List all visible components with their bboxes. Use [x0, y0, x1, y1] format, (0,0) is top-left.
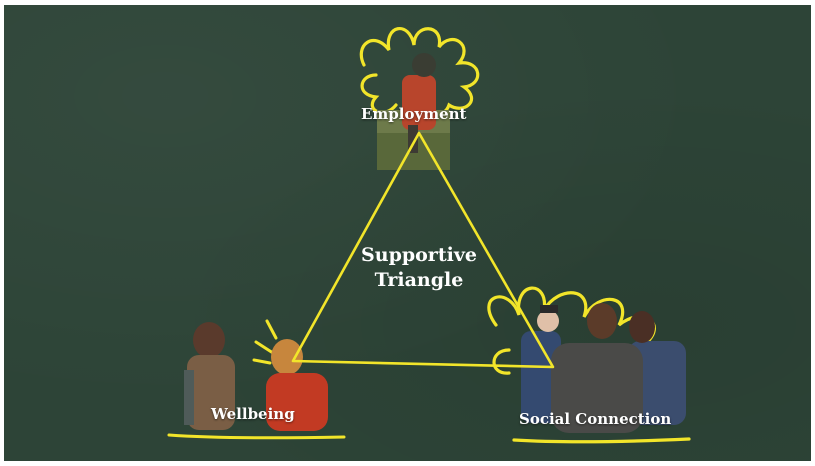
supportive-triangle: [291, 131, 555, 369]
chalkboard-background: Supportive Triangle Employment Wellbeing…: [4, 5, 811, 461]
center-title-line2: Triangle: [374, 269, 464, 291]
wellbeing-label: Wellbeing: [211, 405, 295, 423]
center-title-line1: Supportive: [361, 244, 477, 266]
wellbeing-photo: [184, 322, 328, 431]
center-title: Supportive Triangle: [334, 243, 504, 293]
social-photo: [521, 303, 686, 433]
diagram-canvas: [167, 26, 691, 444]
employment-label: Employment: [361, 105, 467, 123]
employment-photo: [377, 53, 450, 170]
social-connection-label: Social Connection: [519, 410, 672, 428]
wellbeing-scribble: [167, 319, 346, 440]
